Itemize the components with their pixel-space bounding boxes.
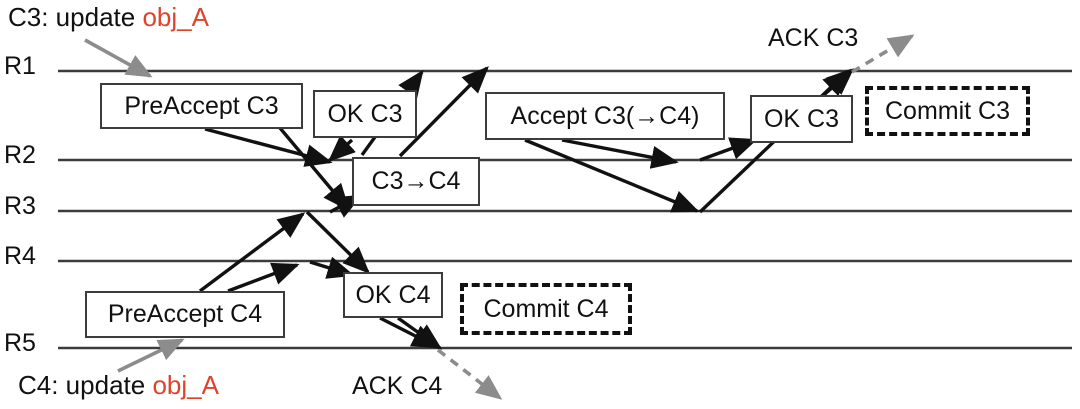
- arrow-preaccept-c3-to-r2: [204, 127, 333, 167]
- arrow-client-c4-in: [117, 338, 185, 373]
- replica-label-r4: R4: [4, 242, 36, 270]
- arrow-client-c3-in: [84, 38, 153, 78]
- arrow-ack-c3-out: [851, 34, 915, 74]
- arrow-ok-c4-down-to-r5b: [397, 316, 443, 350]
- arrow-accept-to-r2: [561, 138, 679, 169]
- c3-client-request-prefix: C3: update: [8, 2, 143, 32]
- ok-c3-box-second: OK C3: [750, 95, 853, 143]
- c4-client-request: C4: update obj_A: [18, 372, 219, 398]
- replica-label-r2: R2: [4, 141, 36, 169]
- ok-c4-box: OK C4: [343, 272, 443, 318]
- arrow-ok-c4-down-to-r5: [379, 316, 440, 349]
- ack-c3-label: ACK C3: [768, 24, 859, 52]
- conflict-c3-to-c4-box: C3→C4: [352, 157, 480, 206]
- preaccept-c4-box: PreAccept C4: [85, 291, 285, 338]
- ack-c4-label: ACK C4: [352, 372, 443, 400]
- replica-label-r5: R5: [4, 329, 36, 357]
- arrow-ack-c4-out: [436, 348, 503, 400]
- c4-client-request-prefix: C4: update: [18, 370, 153, 400]
- arrow-preaccept-c3-to-r3: [278, 126, 350, 212]
- arrow-r2-to-ok-c3-second: [699, 137, 758, 162]
- arrow-preaccept-c4-to-r4: [227, 262, 300, 293]
- arrow-preaccept-c4-to-r3: [198, 212, 306, 293]
- ok-c3-box-first: OK C3: [313, 90, 417, 138]
- arrow-accept-to-r3: [524, 138, 700, 213]
- commit-c3-box: Commit C3: [865, 86, 1030, 136]
- replica-label-r1: R1: [4, 52, 36, 80]
- c3-client-request-object: obj_A: [142, 2, 209, 32]
- arrow-r3-to-ok-c4: [305, 210, 370, 274]
- c3-client-request: C3: update obj_A: [8, 4, 209, 30]
- arrow-ok-c3-from-r2: [327, 134, 356, 162]
- replica-label-r3: R3: [4, 192, 36, 220]
- preaccept-c3-box: PreAccept C3: [100, 83, 303, 129]
- c4-client-request-object: obj_A: [152, 370, 219, 400]
- commit-c4-box: Commit C4: [460, 283, 632, 335]
- accept-c3-c4-box: Accept C3(→C4): [485, 92, 725, 140]
